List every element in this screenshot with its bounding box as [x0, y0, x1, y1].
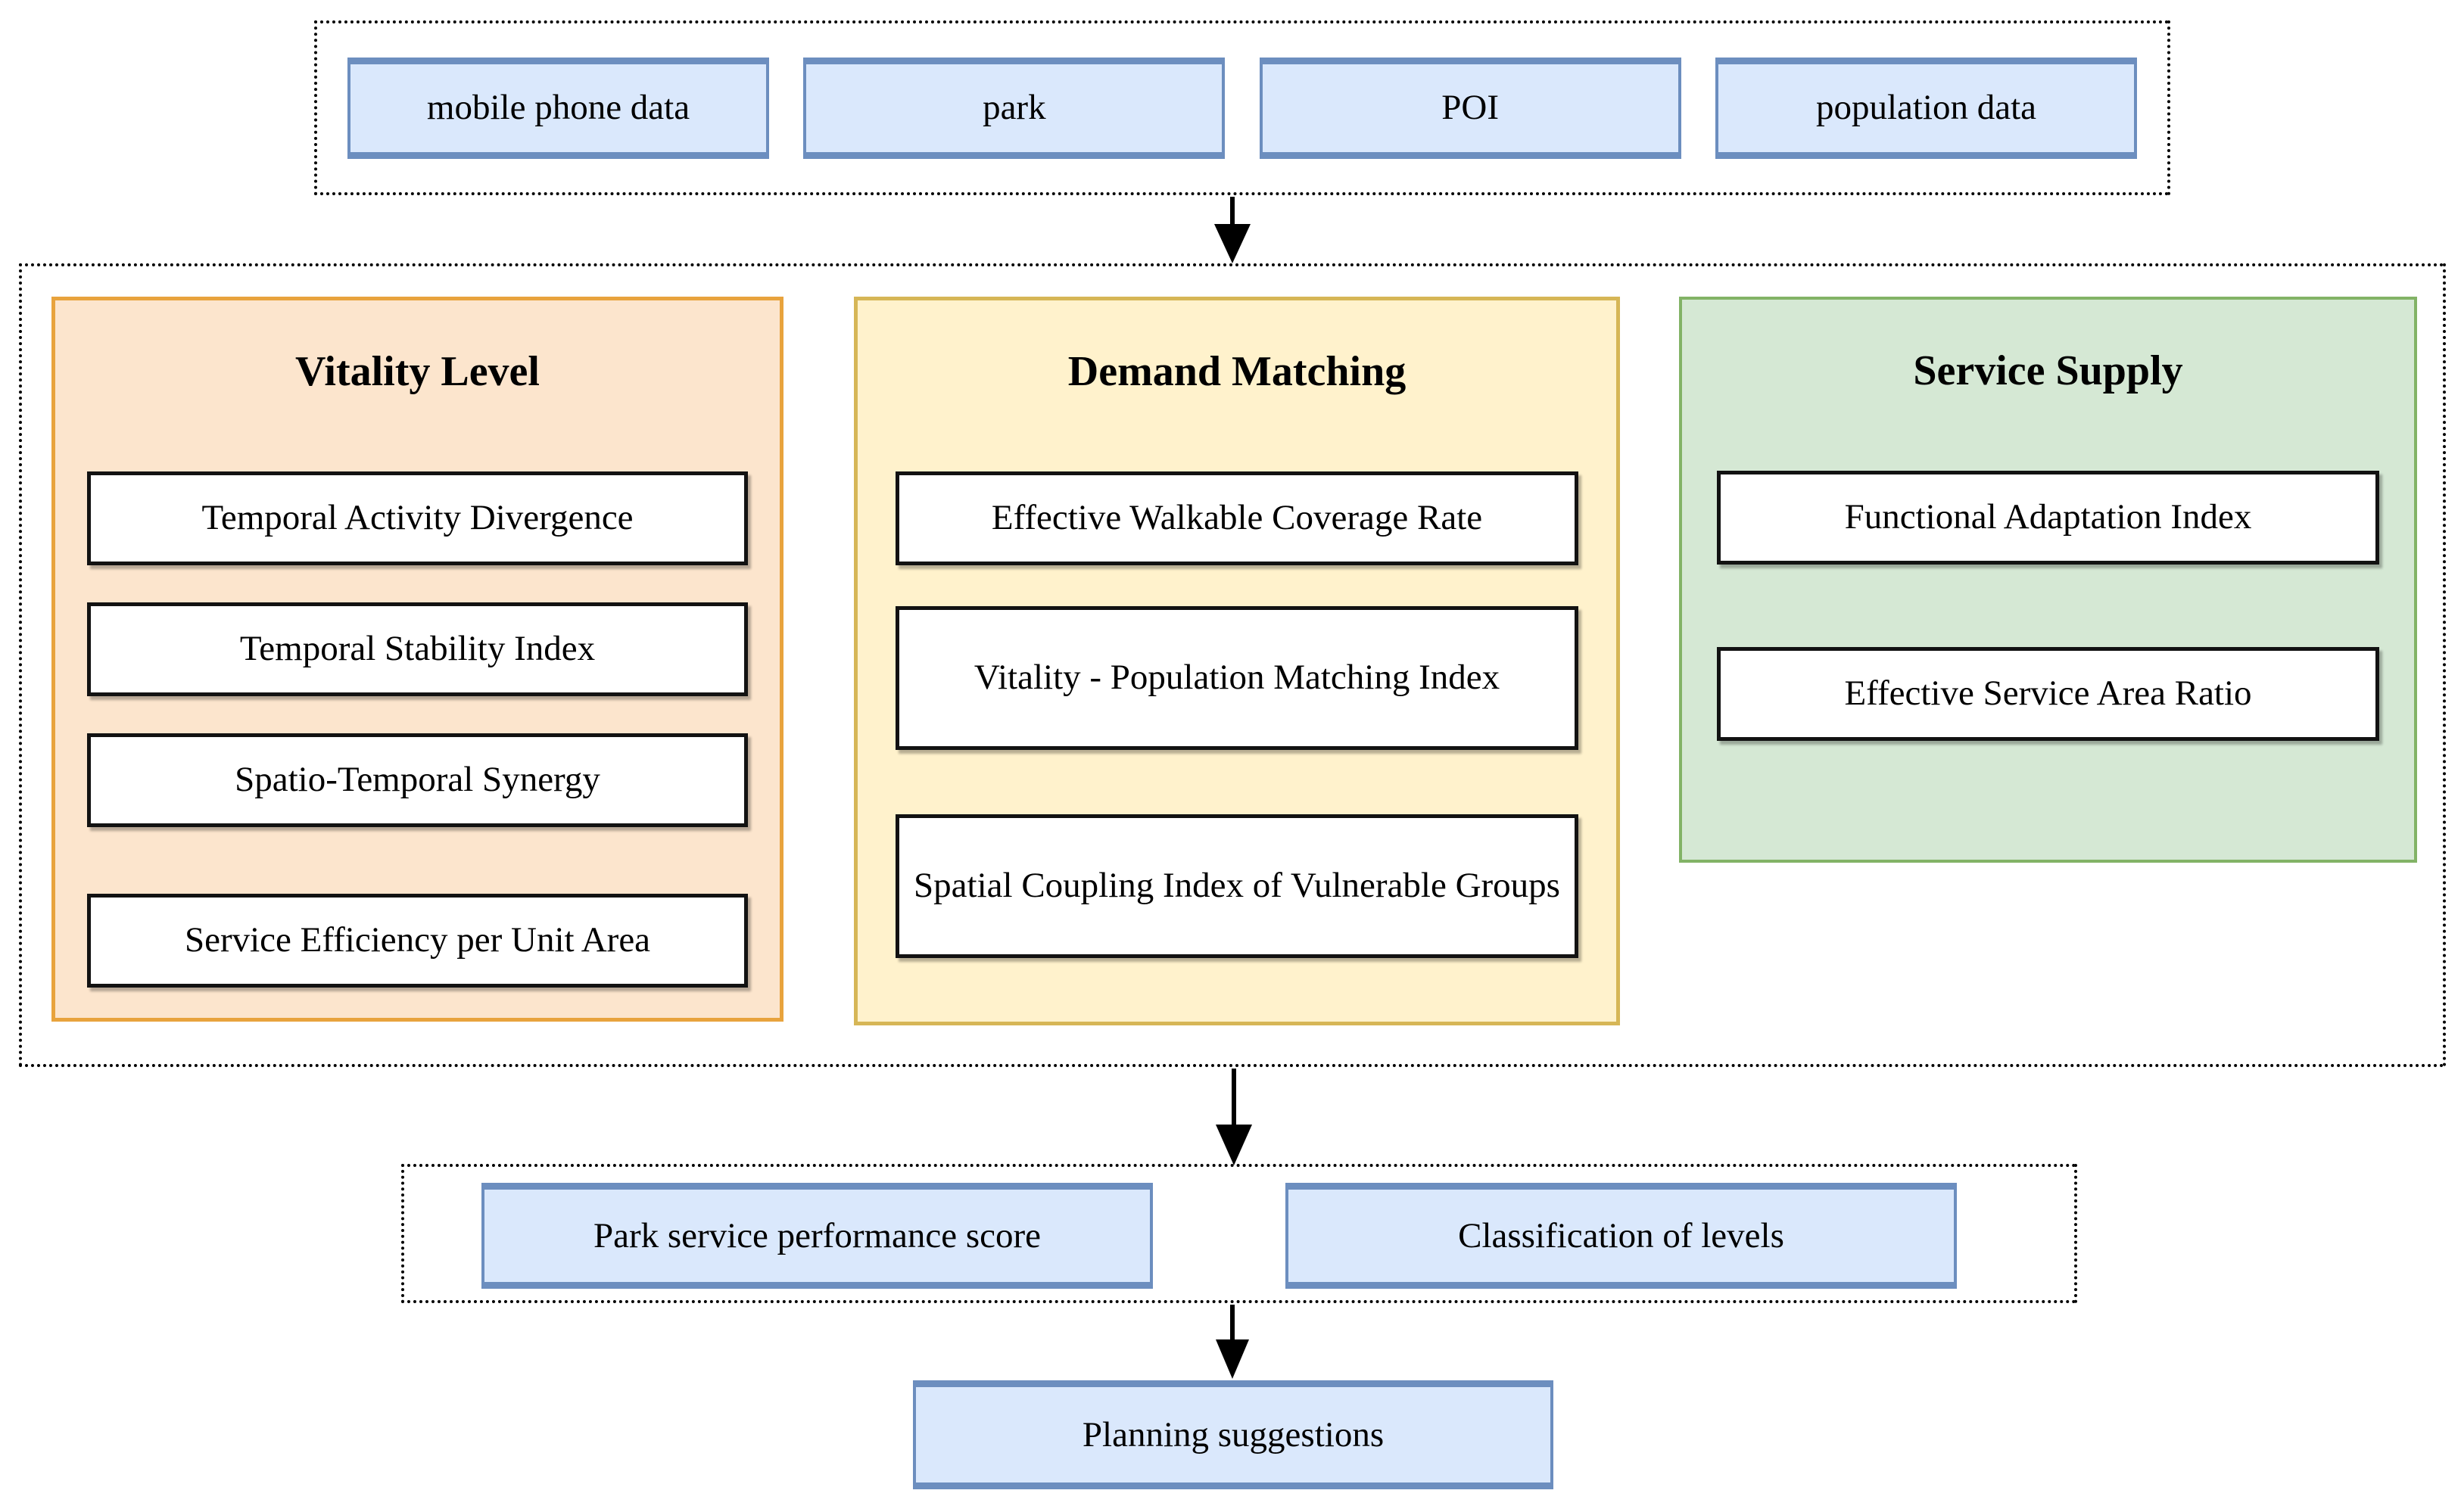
output-node-label: Classification of levels — [1458, 1215, 1784, 1255]
results-group: Park service performance score Classific… — [401, 1164, 2077, 1303]
metric-label: Effective Walkable Coverage Rate — [991, 498, 1483, 538]
input-node-label: park — [983, 88, 1046, 128]
input-node-poi: POI — [1259, 57, 1681, 159]
metric-label: Effective Service Area Ratio — [1844, 674, 2252, 714]
panel-title-vitality-level: Vitality Level — [295, 348, 540, 395]
metric-label: Functional Adaptation Index — [1844, 497, 2252, 537]
data-inputs-group: mobile phone data park POI population da… — [314, 20, 2170, 195]
metric-label: Service Efficiency per Unit Area — [184, 920, 651, 960]
arrow-down-icon — [1216, 1069, 1252, 1165]
input-node-population-data: population data — [1715, 57, 2137, 159]
metric-functional-adaptation-index: Functional Adaptation Index — [1717, 471, 2379, 565]
input-node-park: park — [803, 57, 1226, 159]
metric-spatial-coupling-index-vulnerable-groups: Spatial Coupling Index of Vulnerable Gro… — [896, 814, 1578, 958]
output-node-label: Park service performance score — [593, 1215, 1042, 1255]
panel-service-supply: Service Supply Functional Adaptation Ind… — [1679, 297, 2417, 863]
output-node-park-service-performance-score: Park service performance score — [481, 1183, 1153, 1289]
metric-label: Vitality - Population Matching Index — [973, 658, 1500, 698]
final-node-label: Planning suggestions — [1082, 1414, 1385, 1454]
panel-demand-matching: Demand Matching Effective Walkable Cover… — [854, 297, 1620, 1025]
metric-label: Temporal Stability Index — [239, 629, 596, 669]
metric-effective-service-area-ratio: Effective Service Area Ratio — [1717, 647, 2379, 741]
indicator-system-group — [19, 263, 2446, 1067]
metric-label: Spatial Coupling Index of Vulnerable Gro… — [914, 866, 1560, 906]
metric-service-efficiency-per-unit-area: Service Efficiency per Unit Area — [87, 894, 748, 988]
input-node-label: mobile phone data — [426, 88, 690, 128]
arrow-down-icon — [1214, 197, 1251, 263]
input-node-mobile-phone-data: mobile phone data — [347, 57, 769, 159]
input-node-label: population data — [1815, 88, 2037, 128]
final-node-planning-suggestions: Planning suggestions — [913, 1380, 1553, 1489]
metric-spatio-temporal-synergy: Spatio-Temporal Synergy — [87, 733, 748, 827]
metric-label: Spatio-Temporal Synergy — [235, 760, 600, 800]
metric-label: Temporal Activity Divergence — [201, 498, 634, 538]
metric-vitality-population-matching-index: Vitality - Population Matching Index — [896, 606, 1578, 750]
arrow-down-icon — [1216, 1305, 1249, 1379]
input-node-label: POI — [1441, 88, 1500, 128]
metric-temporal-stability-index: Temporal Stability Index — [87, 602, 748, 696]
metric-effective-walkable-coverage-rate: Effective Walkable Coverage Rate — [896, 471, 1578, 565]
output-node-classification-of-levels: Classification of levels — [1285, 1183, 1957, 1289]
metric-temporal-activity-divergence: Temporal Activity Divergence — [87, 471, 748, 565]
panel-title-demand-matching: Demand Matching — [1067, 348, 1407, 395]
panel-vitality-level: Vitality Level Temporal Activity Diverge… — [51, 297, 783, 1022]
panel-title-service-supply: Service Supply — [1913, 347, 2183, 394]
